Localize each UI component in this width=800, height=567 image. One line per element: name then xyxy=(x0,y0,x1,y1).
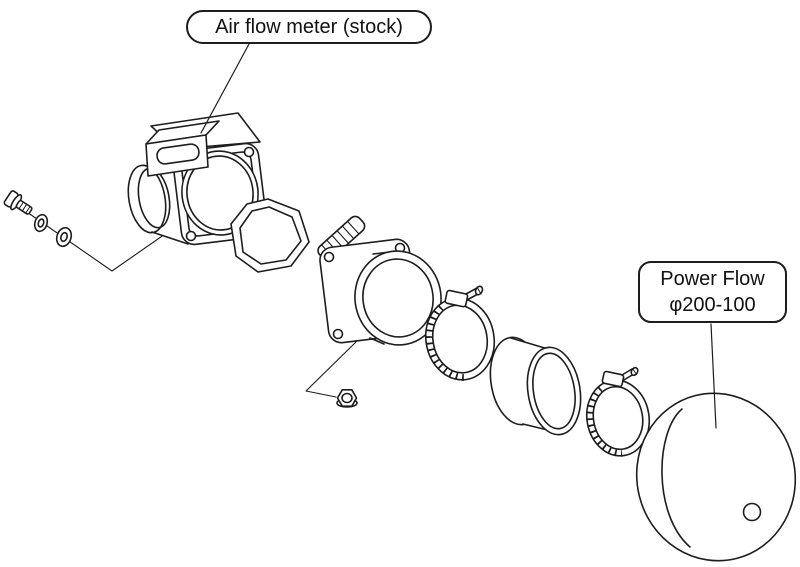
washer-small xyxy=(33,213,49,233)
leader-power-flow xyxy=(710,323,717,429)
callout-power-flow-label-line2: φ200-100 xyxy=(669,294,756,316)
bolt-axis-line xyxy=(23,209,169,272)
adapter-bolt-hole xyxy=(332,328,344,340)
clamp-band-slots xyxy=(426,304,465,381)
diagram-linework xyxy=(3,43,797,562)
flange-bolt-hole xyxy=(185,230,197,242)
washer-large xyxy=(55,226,73,248)
nut-leader-line xyxy=(305,340,358,398)
meter-connector xyxy=(145,120,220,177)
air-flow-meter xyxy=(127,112,268,246)
callout-power-flow-label-line1: Power Flow xyxy=(660,268,765,290)
adapter-flange xyxy=(319,238,442,346)
hose-clamp-rear xyxy=(585,366,651,457)
gasket xyxy=(230,198,310,273)
filter-plug xyxy=(742,502,762,522)
callout-power-flow: Power Flow φ200-100 xyxy=(638,261,787,323)
bolt xyxy=(3,190,33,215)
hose-clamp-front xyxy=(424,285,496,381)
air-filter xyxy=(635,392,797,562)
clamp-screw xyxy=(444,285,484,308)
nut xyxy=(336,389,358,408)
adapter-bolt-hole xyxy=(323,251,335,263)
flange-bolt-hole xyxy=(243,146,255,158)
clamp-band-slots xyxy=(587,386,623,457)
coupler-hose xyxy=(489,336,582,436)
clamp-screw xyxy=(601,366,639,388)
callout-airflow-meter-label: Air flow meter (stock) xyxy=(215,15,403,38)
adapter-tube xyxy=(354,250,442,346)
filter-seam-line xyxy=(661,408,691,548)
leader-airflow-meter xyxy=(200,43,250,134)
callout-airflow-meter: Air flow meter (stock) xyxy=(186,10,432,44)
